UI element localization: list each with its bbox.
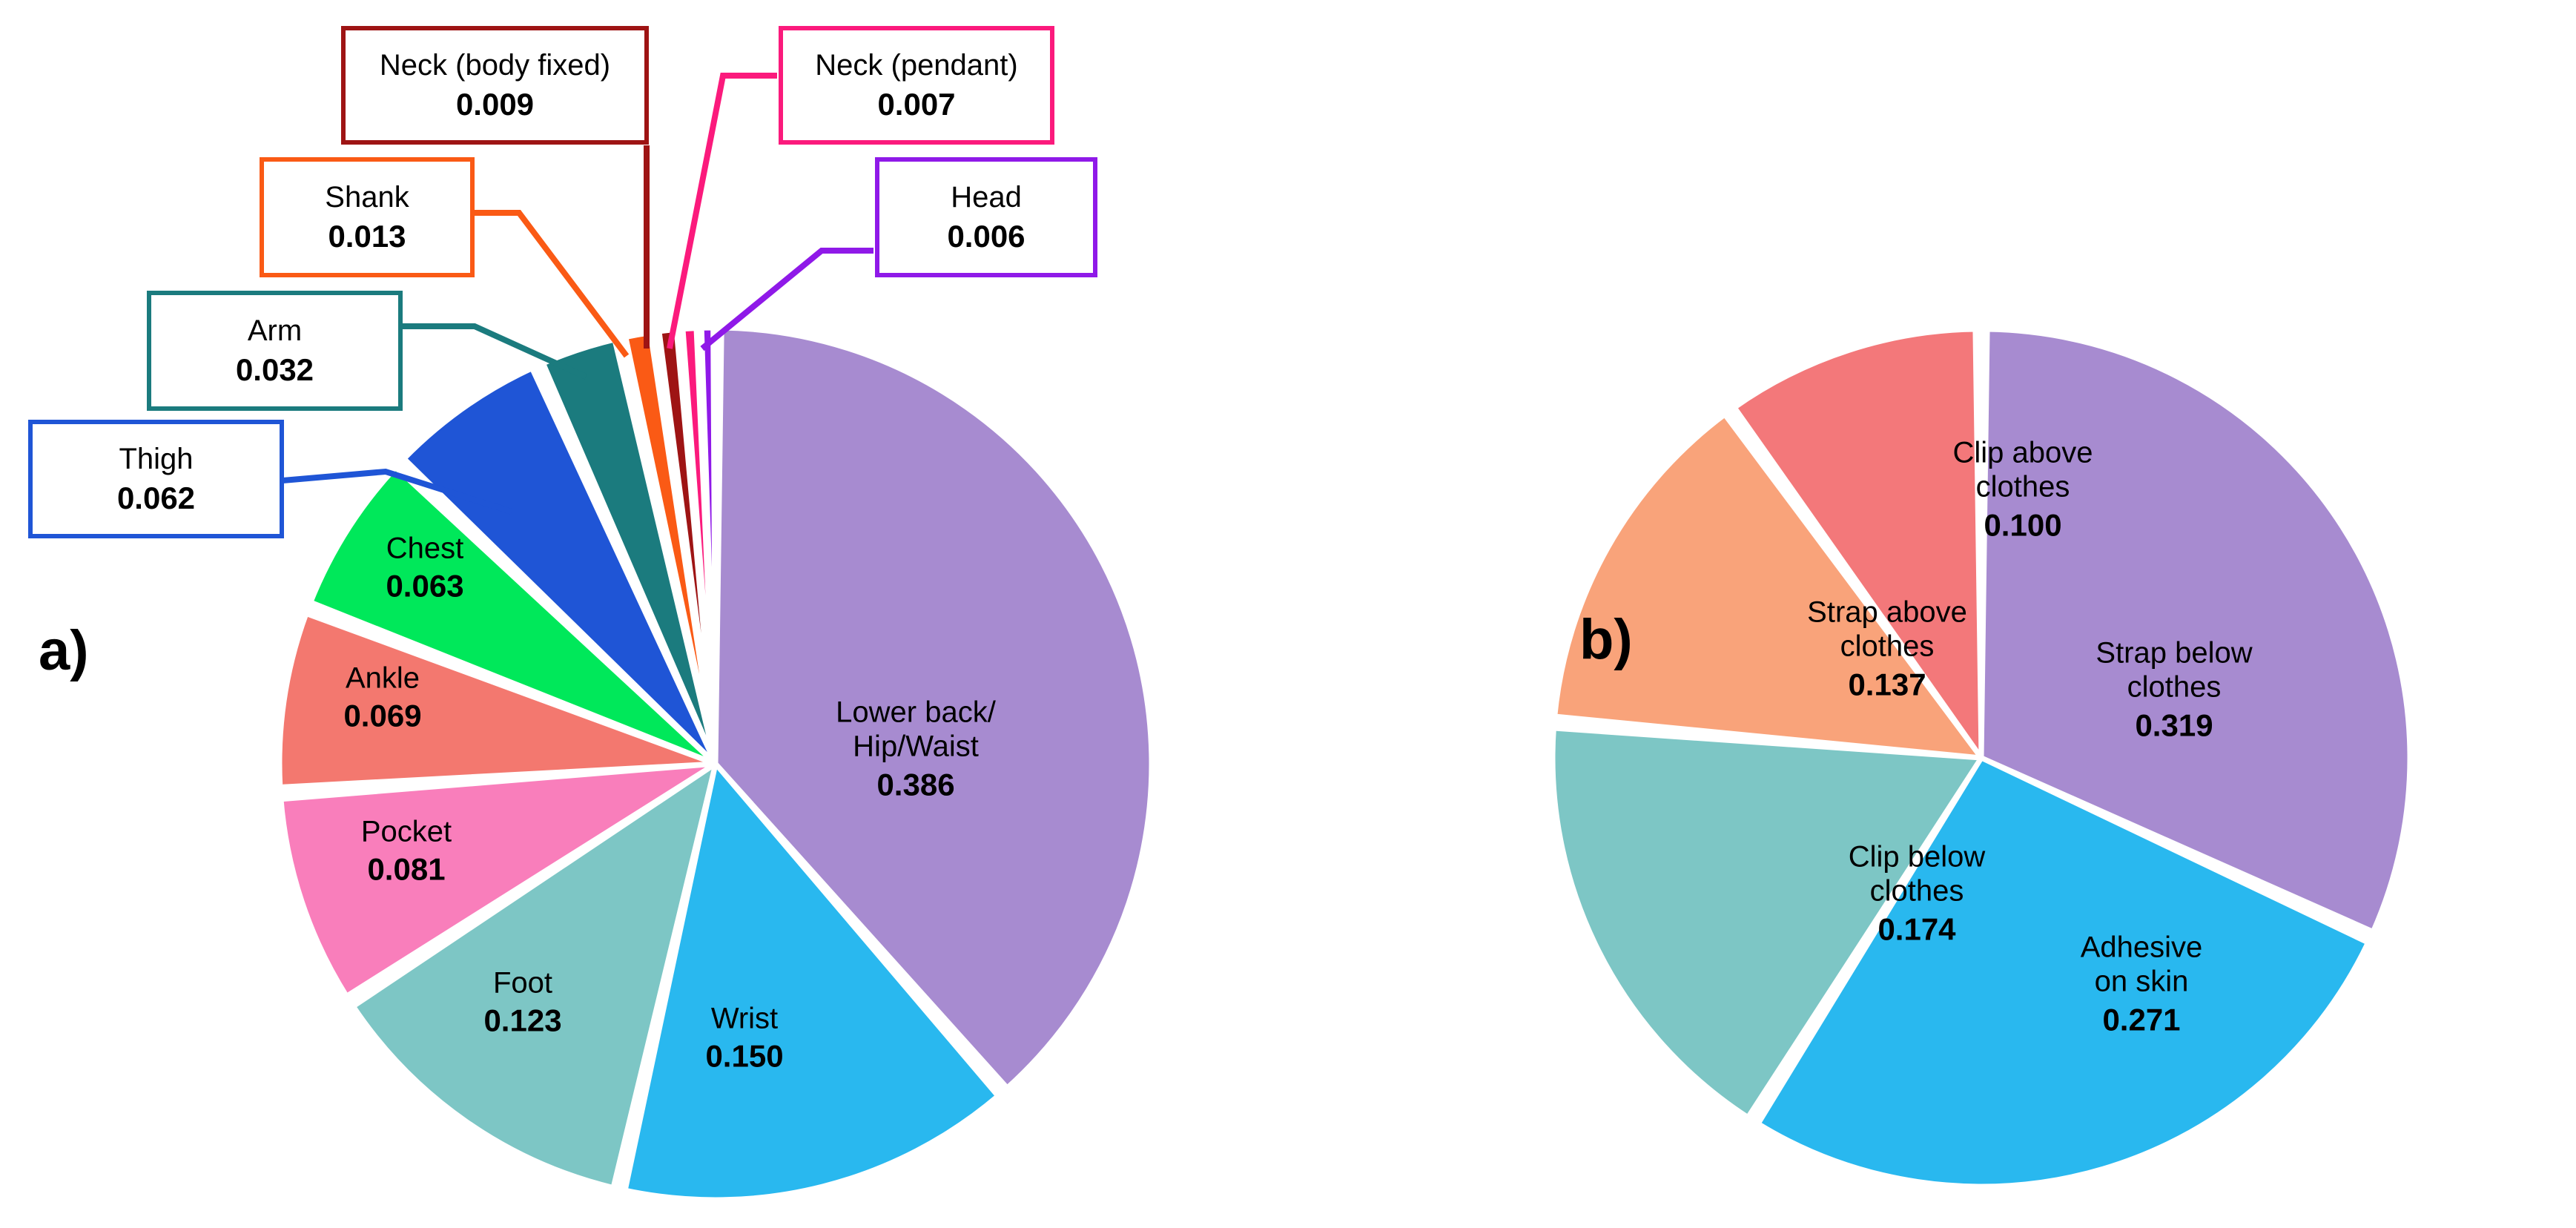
callout-neck-pendant: Neck (pendant) 0.007: [779, 26, 1054, 145]
leader-shank: [473, 210, 630, 358]
panel-b-letter: b): [1579, 608, 1633, 671]
pie-a-slice-foot[interactable]: [350, 761, 719, 1191]
callout-thigh: Thigh 0.062: [28, 420, 284, 538]
leader-neck-pendant: [667, 73, 777, 349]
callout-value: 0.013: [328, 218, 406, 254]
pie-a-slice-lower-back-hip-waist[interactable]: [713, 325, 1155, 1091]
pie-b-slice-strap-above-clothes[interactable]: [1552, 412, 1984, 761]
leader-arm: [401, 323, 587, 380]
callout-name: Neck (pendant): [815, 48, 1018, 82]
callout-shank: Shank 0.013: [260, 157, 475, 277]
pie-a-slice-neck-pendant[interactable]: [680, 326, 719, 767]
callout-value: 0.006: [947, 218, 1026, 254]
callout-head: Head 0.006: [875, 157, 1097, 277]
callout-name: Shank: [325, 180, 409, 214]
callout-name: Thigh: [119, 442, 194, 475]
callout-value: 0.032: [235, 351, 314, 387]
panel-a-letter: a): [39, 619, 89, 682]
leader-thigh: [282, 468, 513, 515]
callout-name: Arm: [247, 314, 303, 347]
callout-value: 0.062: [116, 480, 196, 515]
callout-value: 0.007: [877, 86, 956, 122]
pie-a-slice-neck-body-fixed[interactable]: [656, 326, 719, 767]
pie-b-slice-adhesive-on-skin[interactable]: [1755, 755, 2371, 1189]
pie-a-slice-ankle[interactable]: [277, 610, 719, 790]
callout-name: Neck (body fixed): [379, 48, 611, 82]
pie-a-slices: [277, 325, 1155, 1203]
pie-a-slice-thigh[interactable]: [401, 366, 719, 767]
callout-name: Head: [951, 180, 1022, 214]
pie-b-slices: [1550, 326, 2413, 1189]
callout-arm: Arm 0.032: [147, 291, 403, 411]
callout-value: 0.009: [455, 86, 535, 122]
callout-neck-body-fixed: Neck (body fixed) 0.009: [341, 26, 649, 145]
pie-a-slice-shank[interactable]: [623, 330, 719, 767]
callout-leader-lines: [282, 73, 873, 515]
pie-b-slice-clip-above-clothes[interactable]: [1731, 326, 1984, 761]
pie-a-slice-head[interactable]: [699, 325, 719, 767]
pie-a-slice-pocket[interactable]: [278, 761, 719, 999]
pie-b-slice-strap-below-clothes[interactable]: [1978, 326, 2413, 934]
leader-head: [700, 248, 873, 351]
pie-b-slice-clip-below-clothes[interactable]: [1550, 725, 1984, 1120]
pie-a-slice-wrist[interactable]: [622, 761, 1001, 1203]
